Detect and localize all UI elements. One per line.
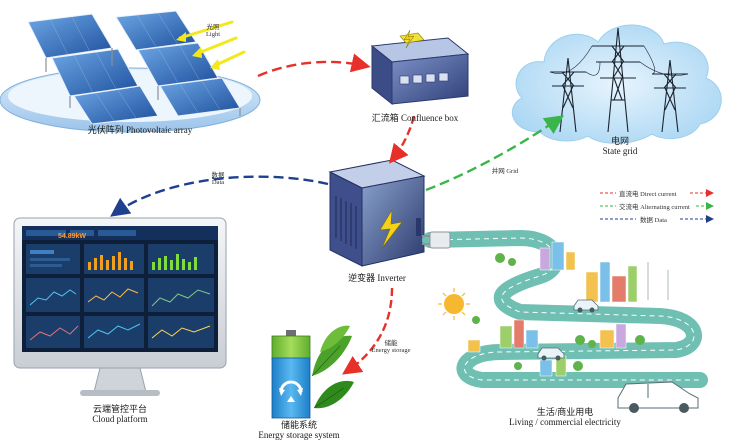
energy-storage-label-en: Energy storage system <box>258 430 340 441</box>
cloud-platform-label-cn: 云端管控平台 <box>92 404 147 414</box>
living-label: 生活/商业用电 Living / commercial electricity <box>490 407 640 428</box>
cloud-platform-label: 云端管控平台 Cloud platform <box>70 404 170 425</box>
state-grid-label-cn: 电网 <box>610 136 629 146</box>
battery-icon <box>271 330 311 419</box>
photovoltaic-array-icon <box>0 10 261 133</box>
pv-array-label-cn: 光伏阵列 <box>87 125 124 135</box>
state-grid-cloud-icon <box>511 24 722 144</box>
light-label-en: Light <box>205 31 221 39</box>
energy-storage-label: 储能系统 Energy storage system <box>244 420 354 441</box>
storage-link-label-en: Energy storage <box>371 347 411 355</box>
pv-array-label-en: Photovoltaic array <box>126 125 193 135</box>
monitor-kw-readout: 54.89kW <box>58 233 86 240</box>
confluence-box-icon <box>370 29 470 106</box>
legend-item-dc: 直流电 Direct current <box>619 191 677 198</box>
living-label-cn: 生活/商业用电 <box>536 407 594 417</box>
arrow-inverter-to-grid <box>425 115 564 192</box>
storage-link-label-cn: 储能 <box>384 340 398 347</box>
arrow-confluence-to-inverter <box>388 115 416 164</box>
storage-link-label: 储能 Energy storage <box>362 340 420 355</box>
leaves-icon <box>311 325 354 409</box>
data-link-label: 数据 Data <box>206 172 230 187</box>
arrow-pv-to-confluence <box>257 53 371 78</box>
data-dot-icon <box>212 177 214 179</box>
inverter-label: 逆变器 Inverter <box>348 273 406 283</box>
state-grid-label-en: State grid <box>602 146 638 157</box>
arrow-inverter-to-cloud-data <box>110 175 329 217</box>
living-commercial-scene-icon <box>422 229 708 413</box>
energy-storage-label-cn: 储能系统 <box>280 420 317 430</box>
cloud-platform-monitor-icon <box>13 217 227 396</box>
data-link-label-cn: 数据 <box>211 172 225 179</box>
legend-item-ac: 交流电 Alternating current <box>619 204 690 211</box>
confluence-box-label: 汇流箱 Confluence box <box>371 113 459 123</box>
pv-array-label: 光伏阵列 Photovoltaic array <box>60 125 220 135</box>
living-label-en: Living / commercial electricity <box>509 417 621 428</box>
arrow-inverter-to-storage <box>342 287 394 375</box>
inverter-icon <box>328 159 426 267</box>
legend-lines <box>600 189 714 223</box>
state-grid-label: 电网 State grid <box>590 136 650 157</box>
data-link-label-en: Data <box>211 179 225 187</box>
light-rays-icon <box>176 20 246 70</box>
light-label-cn: 光照 <box>206 24 220 31</box>
cloud-platform-label-en: Cloud platform <box>92 414 148 425</box>
legend-item-data: 数据 Data <box>640 217 667 224</box>
grid-connection-label: 并网 Grid <box>491 168 519 175</box>
light-label: 光照 Light <box>200 24 226 39</box>
